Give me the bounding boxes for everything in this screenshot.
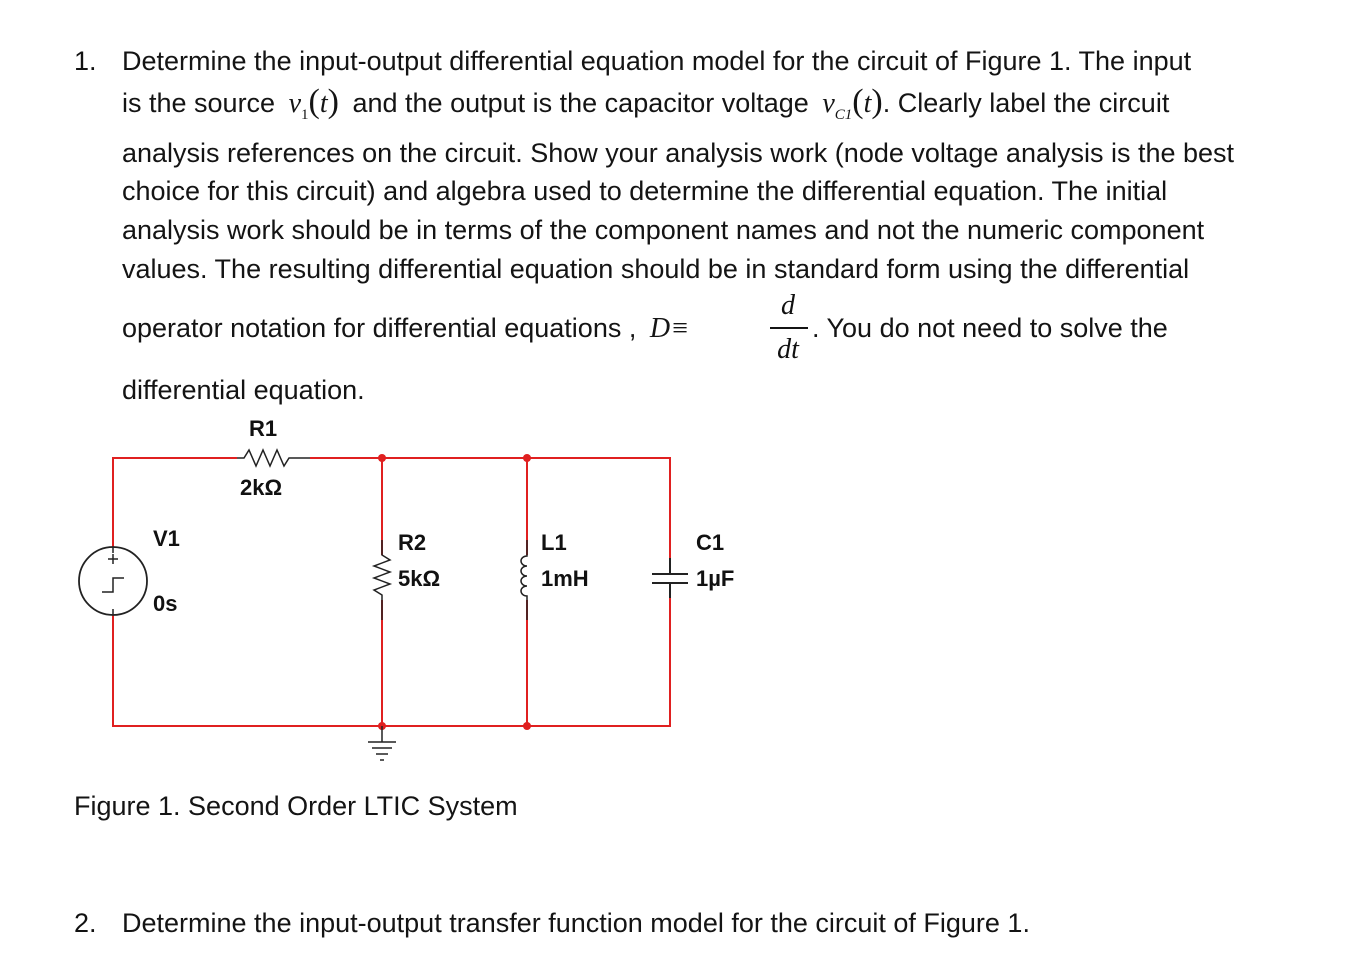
operator-d-symbol: D (649, 313, 671, 344)
junction-dot-l1-bottom (523, 722, 531, 730)
question-1-line-8: differential equation. (122, 375, 365, 405)
ground-icon (368, 726, 396, 761)
c1-name-label: C1 (696, 530, 724, 555)
wire-bottom (112, 592, 671, 727)
v1-name-label: V1 (153, 526, 180, 551)
circuit-wires (112, 457, 671, 727)
question-1-line-7-end: . You do not need to solve the (812, 313, 1168, 343)
question-1-line-3: analysis references on the circuit. Show… (122, 138, 1235, 168)
question-1-line-2-start: is the source (122, 88, 276, 118)
resistor-r1-icon (237, 448, 310, 468)
l1-name-label: L1 (541, 530, 567, 555)
resistor-r2-icon (371, 540, 393, 620)
wire-top-left (112, 457, 237, 565)
question-2-number: 2. (74, 908, 97, 938)
wire-top-right (310, 457, 671, 565)
question-1-line-7-start: operator notation for differential equat… (122, 313, 637, 343)
question-1-line-2: is the source v1(t) and the output is th… (122, 83, 1170, 132)
derivative-denominator: dt (777, 334, 799, 365)
capacitor-voltage-symbol: vC1(t) (822, 83, 883, 124)
question-1-line-2-end: . Clearly label the circuit (882, 88, 1170, 118)
r1-value-label: 2kΩ (240, 475, 282, 500)
v1-value-label: 0s (153, 591, 177, 616)
circuit-junctions (378, 454, 531, 730)
r1-name-label: R1 (249, 416, 277, 441)
input-voltage-symbol: v1(t) (288, 83, 339, 124)
junction-dot-l1-top (523, 454, 531, 462)
inductor-l1-icon (520, 540, 528, 620)
capacitor-c1-icon (652, 558, 688, 598)
derivative-fraction-bar (770, 327, 808, 329)
question-2-text: Determine the input-output transfer func… (122, 908, 1030, 938)
figure-caption: Figure 1. Second Order LTIC System (74, 791, 518, 821)
question-1-line-5: analysis work should be in terms of the … (122, 215, 1205, 245)
question-1-line-1: Determine the input-output differential … (122, 46, 1192, 76)
r2-name-label: R2 (398, 530, 426, 555)
c1-value-label: 1µF (696, 566, 734, 591)
question-1-line-2-middle: and the output is the capacitor voltage (352, 88, 809, 118)
junction-dot-r2-top (378, 454, 386, 462)
question-1-line-7: operator notation for differential equat… (122, 311, 688, 346)
r2-value-label: 5kΩ (398, 566, 440, 591)
equivalence-symbol: ≡ (672, 313, 688, 344)
question-1-line-6: values. The resulting differential equat… (122, 254, 1190, 284)
derivative-numerator: d (781, 290, 795, 321)
question-1-line-4: choice for this circuit) and algebra use… (122, 176, 1168, 206)
pulse-waveform-icon (102, 547, 124, 615)
l1-value-label: 1mH (541, 566, 589, 591)
question-1-number: 1. (74, 46, 97, 76)
